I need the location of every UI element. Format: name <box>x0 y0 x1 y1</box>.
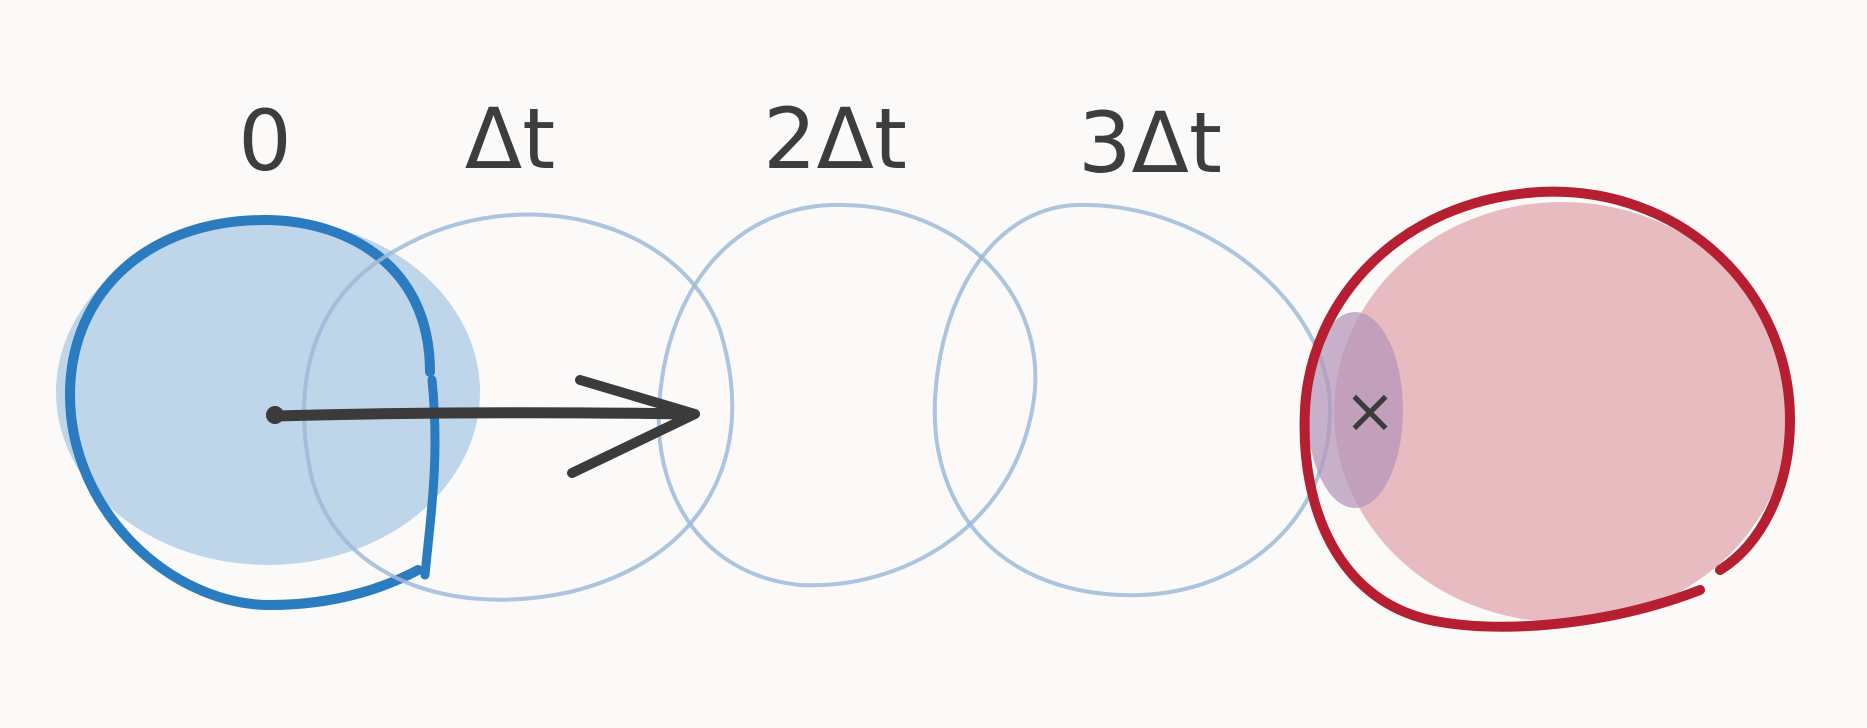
ghost-ball-3dt <box>932 202 1333 598</box>
velocity-arrow <box>266 375 700 478</box>
arrow-shaft <box>269 407 696 422</box>
obstacle-ball <box>1299 186 1796 632</box>
arrow-head <box>567 375 700 478</box>
time-label-2dt: 2Δt <box>763 90 907 188</box>
obstacle-fill <box>1334 202 1790 622</box>
time-label-dt: Δt <box>465 90 555 188</box>
moving-ball-t0 <box>56 214 480 611</box>
collision-marker: × <box>1344 374 1396 447</box>
time-label-zero: 0 <box>238 92 291 190</box>
obstacle-outline <box>1299 186 1796 632</box>
ghost-ball-dt <box>302 212 735 602</box>
ghost-ball-2dt <box>656 202 1038 588</box>
overlap-region <box>1307 312 1403 508</box>
moving-ball-fill <box>56 219 480 565</box>
time-label-3dt: 3Δt <box>1078 94 1222 192</box>
moving-ball-outline <box>64 214 435 611</box>
